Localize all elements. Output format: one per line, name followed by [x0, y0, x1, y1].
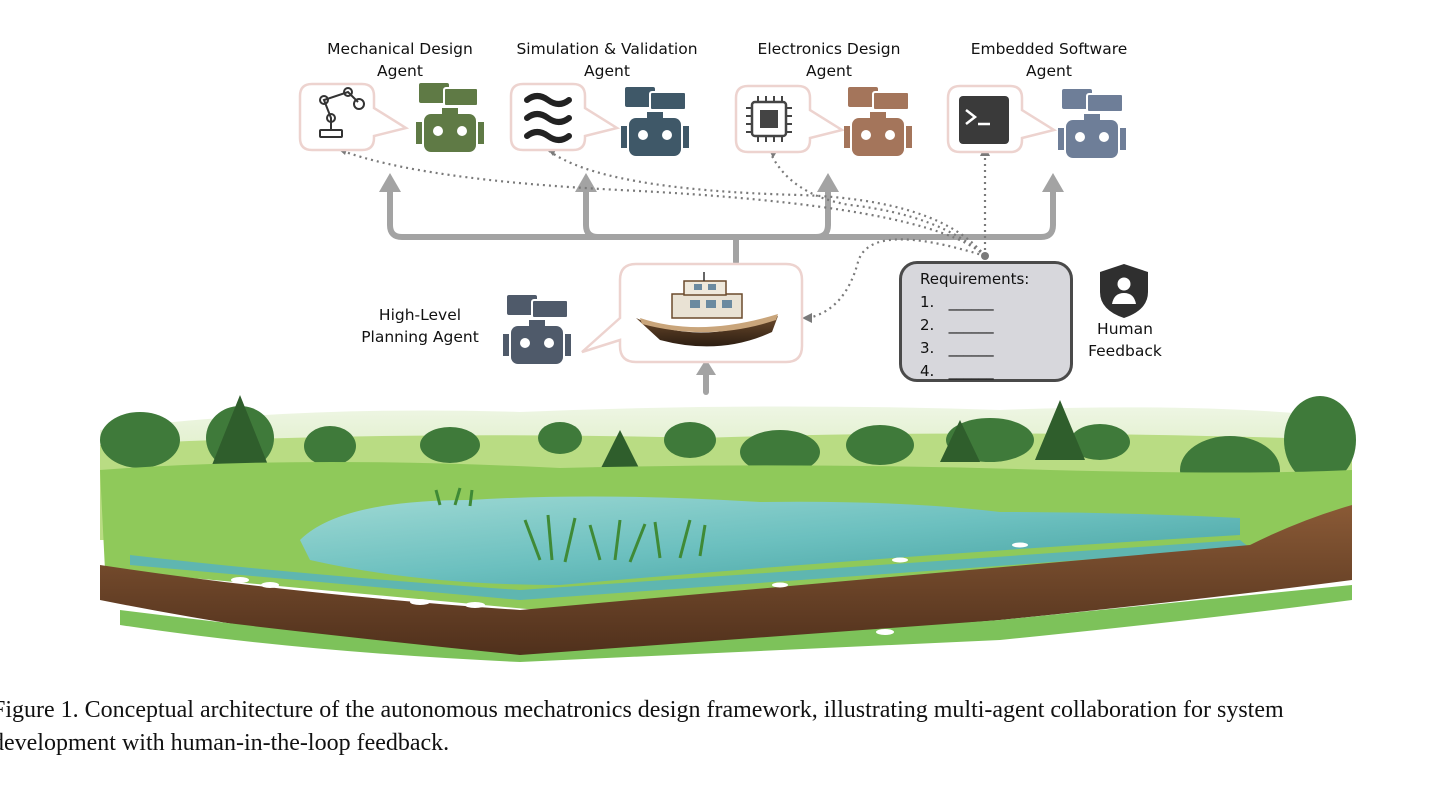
waves-icon [524, 93, 572, 143]
embedded-software-agent [946, 84, 1126, 158]
requirement-item: 3. ______ [920, 339, 994, 357]
robot-icon [1058, 89, 1126, 158]
simulation-validation-agent [509, 82, 689, 156]
robot-icon [416, 83, 484, 152]
requirements-title: Requirements: [920, 270, 1030, 288]
chip-icon [746, 96, 792, 142]
robot-icon [503, 295, 571, 364]
distribution-arrows [387, 185, 1056, 395]
high-level-planning-agent [503, 262, 804, 364]
robot-icon [844, 87, 912, 156]
feedback-arrows [339, 148, 987, 320]
figure-caption: Figure 1. Conceptual architecture of the… [0, 697, 1284, 756]
mechanical-design-agent [298, 82, 484, 152]
requirement-item: 1. ______ [920, 293, 994, 311]
requirements-box: Requirements: 1. ______ 2. ______ 3. ___… [899, 261, 1073, 382]
electronics-design-agent [734, 84, 912, 156]
robot-arm-icon [319, 87, 365, 138]
requirement-item: 4. ______ [920, 362, 994, 380]
wetland-landscape-icon [100, 395, 1356, 662]
user-shield-icon [1100, 264, 1148, 318]
robot-icon [621, 87, 689, 156]
requirement-item: 2. ______ [920, 316, 994, 334]
terminal-icon [959, 96, 1009, 144]
boat-icon [636, 272, 778, 347]
